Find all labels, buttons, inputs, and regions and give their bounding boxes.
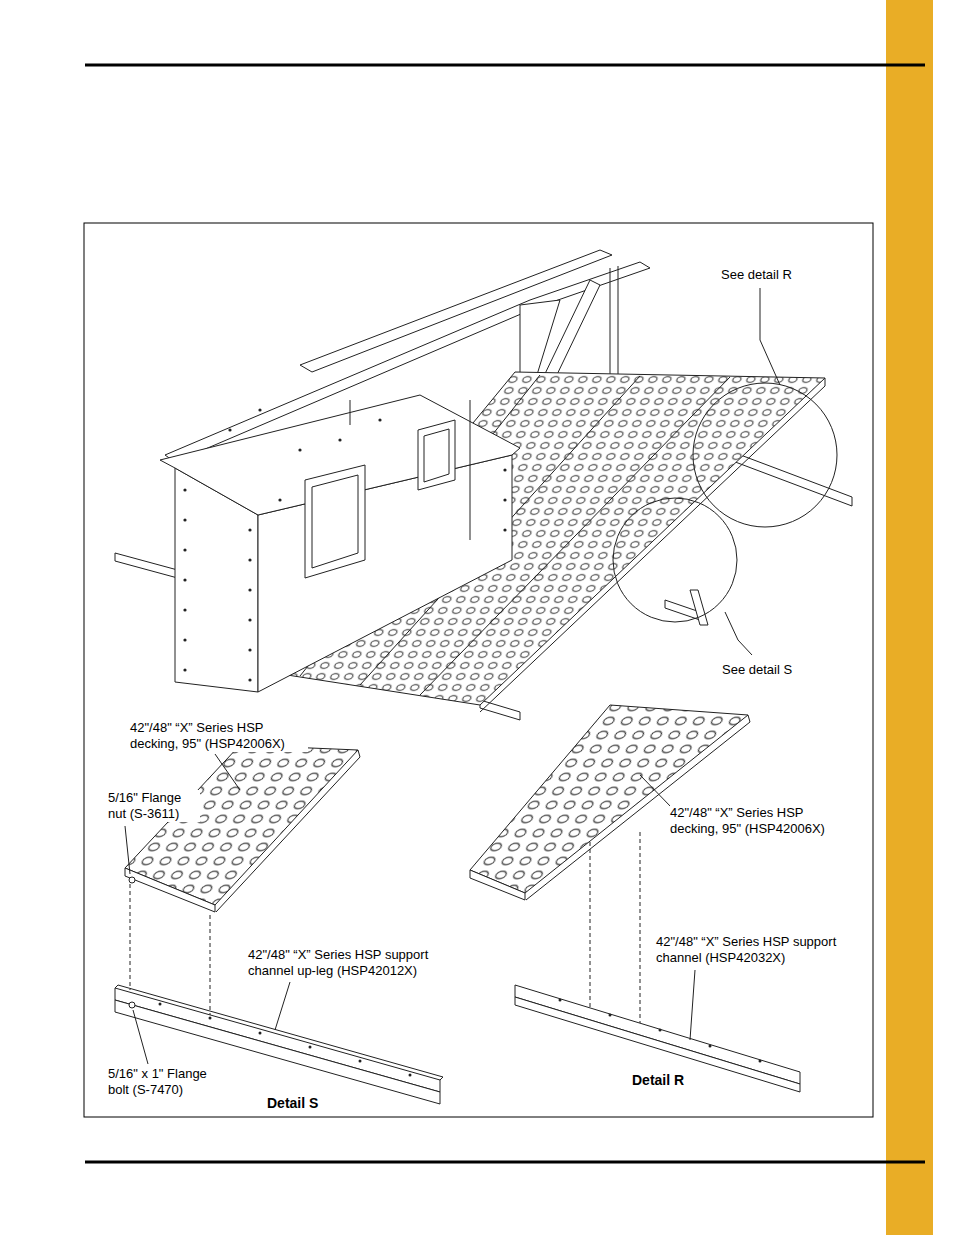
detail-callouts <box>613 288 837 655</box>
detail-title: Detail S <box>267 1095 357 1111</box>
main-assembly <box>115 250 852 720</box>
part-label: 42"/48" “X” Series HSP decking, 95" (HSP… <box>130 720 308 752</box>
leader-lines <box>125 754 695 1064</box>
figure-frame <box>84 223 873 1117</box>
top-rule <box>85 64 925 67</box>
part-label: 5/16" Flange nut (S-3611) <box>108 790 200 822</box>
part-label: 42"/48" “X” Series HSP support channel (… <box>656 934 864 966</box>
side-tab <box>886 0 933 1235</box>
bottom-rule <box>85 1161 925 1164</box>
detail-r-parts <box>470 705 800 1092</box>
part-label: 42"/48" “X” Series HSP decking, 95" (HSP… <box>670 805 848 837</box>
part-label: 5/16" x 1" Flange bolt (S-7470) <box>108 1066 226 1098</box>
detail-reference: See detail S <box>722 662 832 678</box>
detail-title: Detail R <box>632 1072 722 1088</box>
detail-reference: See detail R <box>721 267 831 283</box>
part-label: 42"/48" “X” Series HSP support channel u… <box>248 947 456 979</box>
